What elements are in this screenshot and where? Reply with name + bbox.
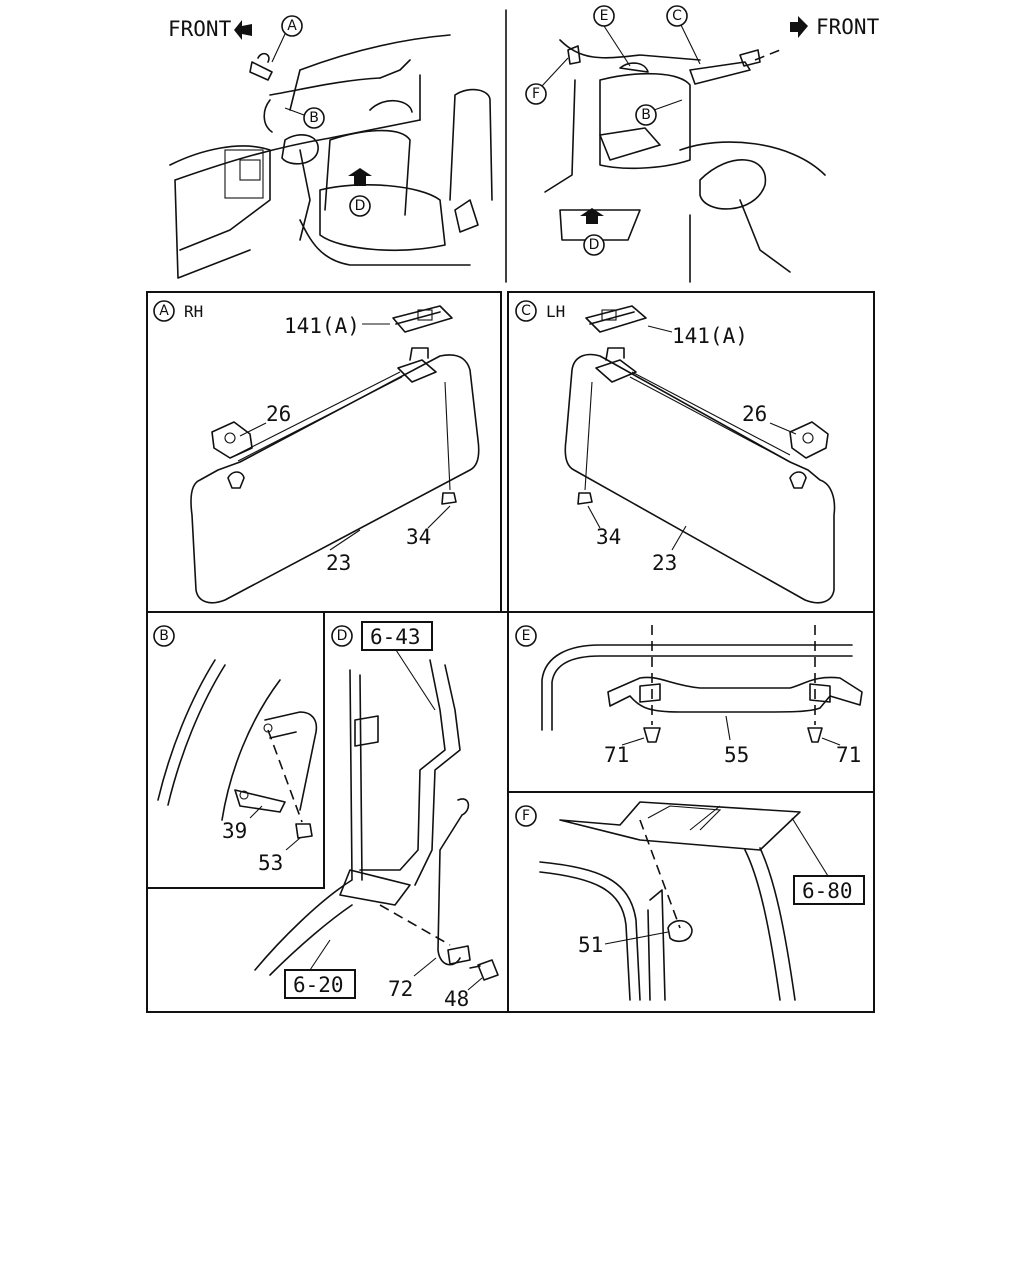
- ref-box-6-80: [793, 875, 865, 905]
- panel-f: F 51 6-80: [515, 801, 865, 1001]
- panel-c-side: LH: [546, 302, 565, 321]
- panel-c-letter: C: [521, 303, 531, 319]
- label-c-23: 23: [652, 551, 677, 575]
- marker-d-overview: D: [355, 198, 366, 214]
- overview-lh-cab: FRONT E C F B D: [525, 5, 880, 283]
- panel-d: D 6-43 6-20 72 48: [254, 621, 499, 1011]
- panel-b: B 39 53: [153, 625, 318, 875]
- panel-a-rh: A RH 141(A) 26 34 23: [153, 300, 480, 604]
- ref-box-6-43: [361, 621, 433, 651]
- label-b-39: 39: [222, 819, 247, 843]
- front-arrow-left-icon: [234, 20, 252, 40]
- ref-6-80: 6-80: [802, 879, 853, 903]
- label-e-71-left: 71: [604, 743, 629, 767]
- label-a-34: 34: [406, 525, 431, 549]
- label-f-51: 51: [578, 933, 603, 957]
- panel-a-side: RH: [184, 302, 203, 321]
- front-arrow-right-icon: [790, 16, 808, 38]
- marker-a-overview: A: [287, 18, 297, 34]
- label-c-26: 26: [742, 402, 767, 426]
- panel-e: E 71 55 71: [515, 625, 863, 767]
- marker-d-overview-2: D: [589, 237, 600, 253]
- marker-e-overview: E: [600, 8, 609, 24]
- marker-c-overview: C: [672, 8, 682, 24]
- label-c-141: 141(A): [672, 324, 748, 348]
- ref-box-6-20: [284, 969, 356, 999]
- panel-f-letter: F: [522, 808, 530, 824]
- front-label-right: FRONT: [816, 15, 880, 39]
- label-e-55: 55: [724, 743, 749, 767]
- marker-f-overview: F: [532, 86, 540, 102]
- label-d-48: 48: [444, 987, 469, 1011]
- overview-rh-cab: FRONT A B D: [168, 15, 493, 279]
- label-a-141: 141(A): [284, 314, 360, 338]
- label-e-71-right: 71: [836, 743, 861, 767]
- front-label-left: FRONT: [168, 17, 232, 41]
- panel-borders: [146, 291, 875, 1013]
- panel-e-letter: E: [522, 628, 531, 644]
- panel-b-letter: B: [159, 628, 169, 644]
- panel-d-letter: D: [337, 628, 348, 644]
- label-a-23: 23: [326, 551, 351, 575]
- label-c-34: 34: [596, 525, 621, 549]
- marker-b-overview: B: [309, 110, 319, 126]
- label-d-72: 72: [388, 977, 413, 1001]
- panel-a-letter: A: [159, 303, 169, 319]
- ref-6-20: 6-20: [293, 973, 344, 997]
- label-b-53: 53: [258, 851, 283, 875]
- panel-c-lh: C LH 141(A) 26 34 23: [515, 300, 836, 604]
- marker-b-overview-2: B: [641, 107, 651, 123]
- label-a-26: 26: [266, 402, 291, 426]
- ref-6-43: 6-43: [370, 625, 421, 649]
